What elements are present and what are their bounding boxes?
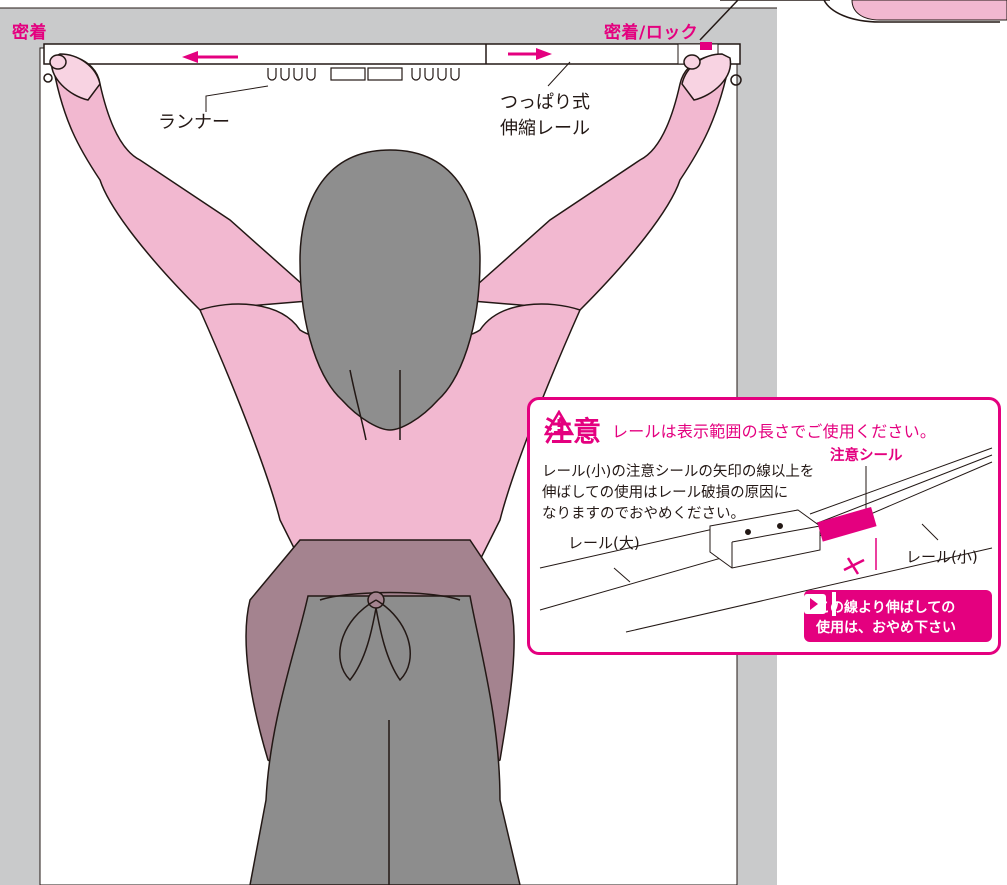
curtain-runners (267, 67, 460, 81)
caution-panel: 注意 レールは表示範囲の長さでご使用ください。 注意シール レール(小)の注意シ… (527, 397, 1001, 655)
rail-end-hook-right (730, 74, 742, 86)
rail-end-hook-left (43, 73, 53, 83)
label-adhere-left: 密着 (12, 23, 47, 43)
caution-title: 注意 レールは表示範囲の長さでご使用ください。 (544, 410, 936, 450)
arrow-right-icon (508, 48, 552, 60)
label-adhere-lock-right: 密着/ロック (604, 23, 699, 43)
caution-body: レール(小)の注意シールの矢印の線以上を 伸ばしての使用はレール破損の原因に な… (542, 462, 862, 525)
caution-subheading: レールは表示範囲の長さでご使用ください。 (612, 422, 937, 441)
extension-limit-notice: この線より伸ばしての 使用は、おやめ下さい (804, 590, 992, 642)
label-runner: ランナー (158, 112, 230, 133)
arrow-to-line-icon (804, 592, 836, 616)
runner-leader (205, 85, 269, 112)
zoom-bubble (699, 0, 1000, 41)
caution-body-line: レール(小)の注意シールの矢印の線以上を (542, 464, 815, 480)
arrow-left-icon (182, 51, 238, 63)
warning-triangle-icon (544, 410, 574, 436)
lock-marker (700, 42, 712, 50)
caution-seal (817, 506, 877, 542)
label-rail-line1: つっぱり式 (500, 92, 590, 113)
rail-leader (547, 61, 571, 87)
person-figure (49, 53, 732, 885)
cross-mark-icon (843, 538, 877, 575)
caution-body-line: 伸ばしての使用はレール破損の原因に (542, 485, 789, 501)
rail-big-label: レール(大) (568, 534, 640, 552)
notice-line2: 使用は、おやめ下さい (816, 620, 956, 636)
caution-body-line: なりますのでおやめください。 (542, 506, 745, 522)
zoom-bubble-fill (851, 0, 1007, 21)
caution-seal-label: 注意シール (830, 448, 903, 464)
label-rail-line2: 伸縮レール (500, 118, 590, 139)
notice-line1: この線より伸ばしての (816, 600, 956, 616)
rail-small-label: レール(小) (906, 548, 978, 566)
rail-detail-drawing (539, 447, 993, 633)
